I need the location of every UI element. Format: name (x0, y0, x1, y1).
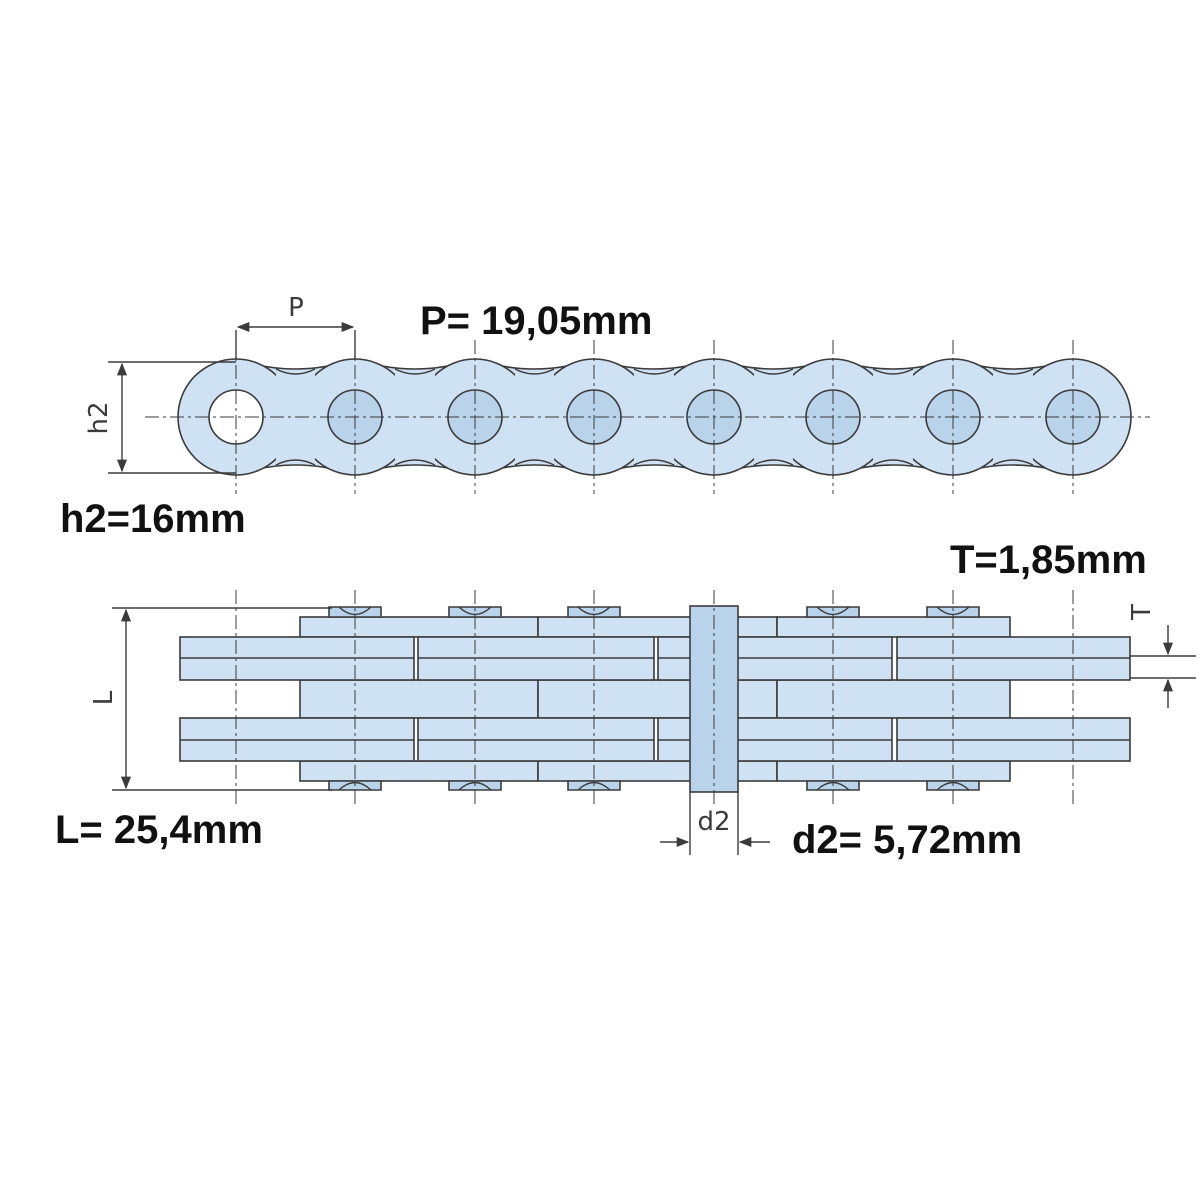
pin-cap-arc (338, 781, 372, 791)
link-edge (753, 368, 794, 375)
link-edge (872, 459, 914, 466)
chain-top-view: L d2 T (89, 590, 1196, 855)
diameter-dimension: d2 (660, 792, 770, 855)
pin-cap-arc (458, 781, 492, 791)
pin-cap-arc (816, 606, 850, 616)
link-edge (872, 368, 914, 375)
pin-cap-arc (338, 606, 372, 616)
diameter-value: d2= 5,72mm (792, 818, 1022, 862)
pitch-dimension: P (235, 293, 356, 360)
pin-cap-arc (458, 606, 492, 616)
pin-cap-arc (936, 606, 970, 616)
chain-side-view: P h2 (84, 293, 1150, 494)
link-edge (514, 459, 555, 466)
height-dimension: h2 (84, 361, 236, 474)
side-view-pitch-lines (235, 340, 1074, 494)
inner-plate (299, 616, 539, 638)
link-edge (633, 368, 675, 375)
link-edge (275, 459, 316, 466)
link-edge (753, 459, 794, 466)
pin-cap-arc (816, 781, 850, 791)
link-edge (992, 459, 1034, 466)
height-symbol: h2 (84, 401, 114, 434)
inner-plate (299, 679, 539, 719)
link-fill (873, 369, 913, 465)
top-view-pin-centerlines (235, 590, 1074, 805)
thickness-dimension: T (1127, 604, 1196, 708)
length-value: L= 25,4mm (55, 808, 263, 852)
inner-plate (299, 760, 539, 782)
link-edge (633, 459, 675, 466)
pitch-symbol: P (288, 293, 304, 323)
top-view-plates (179, 606, 1131, 791)
inner-plate (537, 760, 778, 782)
length-dimension: L (89, 607, 332, 791)
inner-plate (776, 760, 1011, 782)
length-symbol: L (89, 690, 119, 705)
link-edge (992, 368, 1034, 375)
pitch-value: P= 19,05mm (420, 299, 652, 343)
pin-cap-arc (577, 781, 611, 791)
link-fill (515, 369, 554, 465)
link-edge (394, 459, 436, 466)
height-value: h2=16mm (60, 497, 246, 541)
inner-plate (537, 679, 778, 719)
inner-plate (776, 616, 1011, 638)
inner-plate (776, 679, 1011, 719)
pin-cap-arc (577, 606, 611, 616)
thickness-symbol: T (1127, 604, 1157, 621)
thickness-value: T=1,85mm (950, 538, 1147, 582)
pin-cap-arc (936, 781, 970, 791)
link-edge (394, 368, 436, 375)
link-edge (275, 368, 316, 375)
inner-plate (537, 616, 778, 638)
diameter-symbol: d2 (697, 807, 730, 837)
link-edge (514, 368, 555, 375)
